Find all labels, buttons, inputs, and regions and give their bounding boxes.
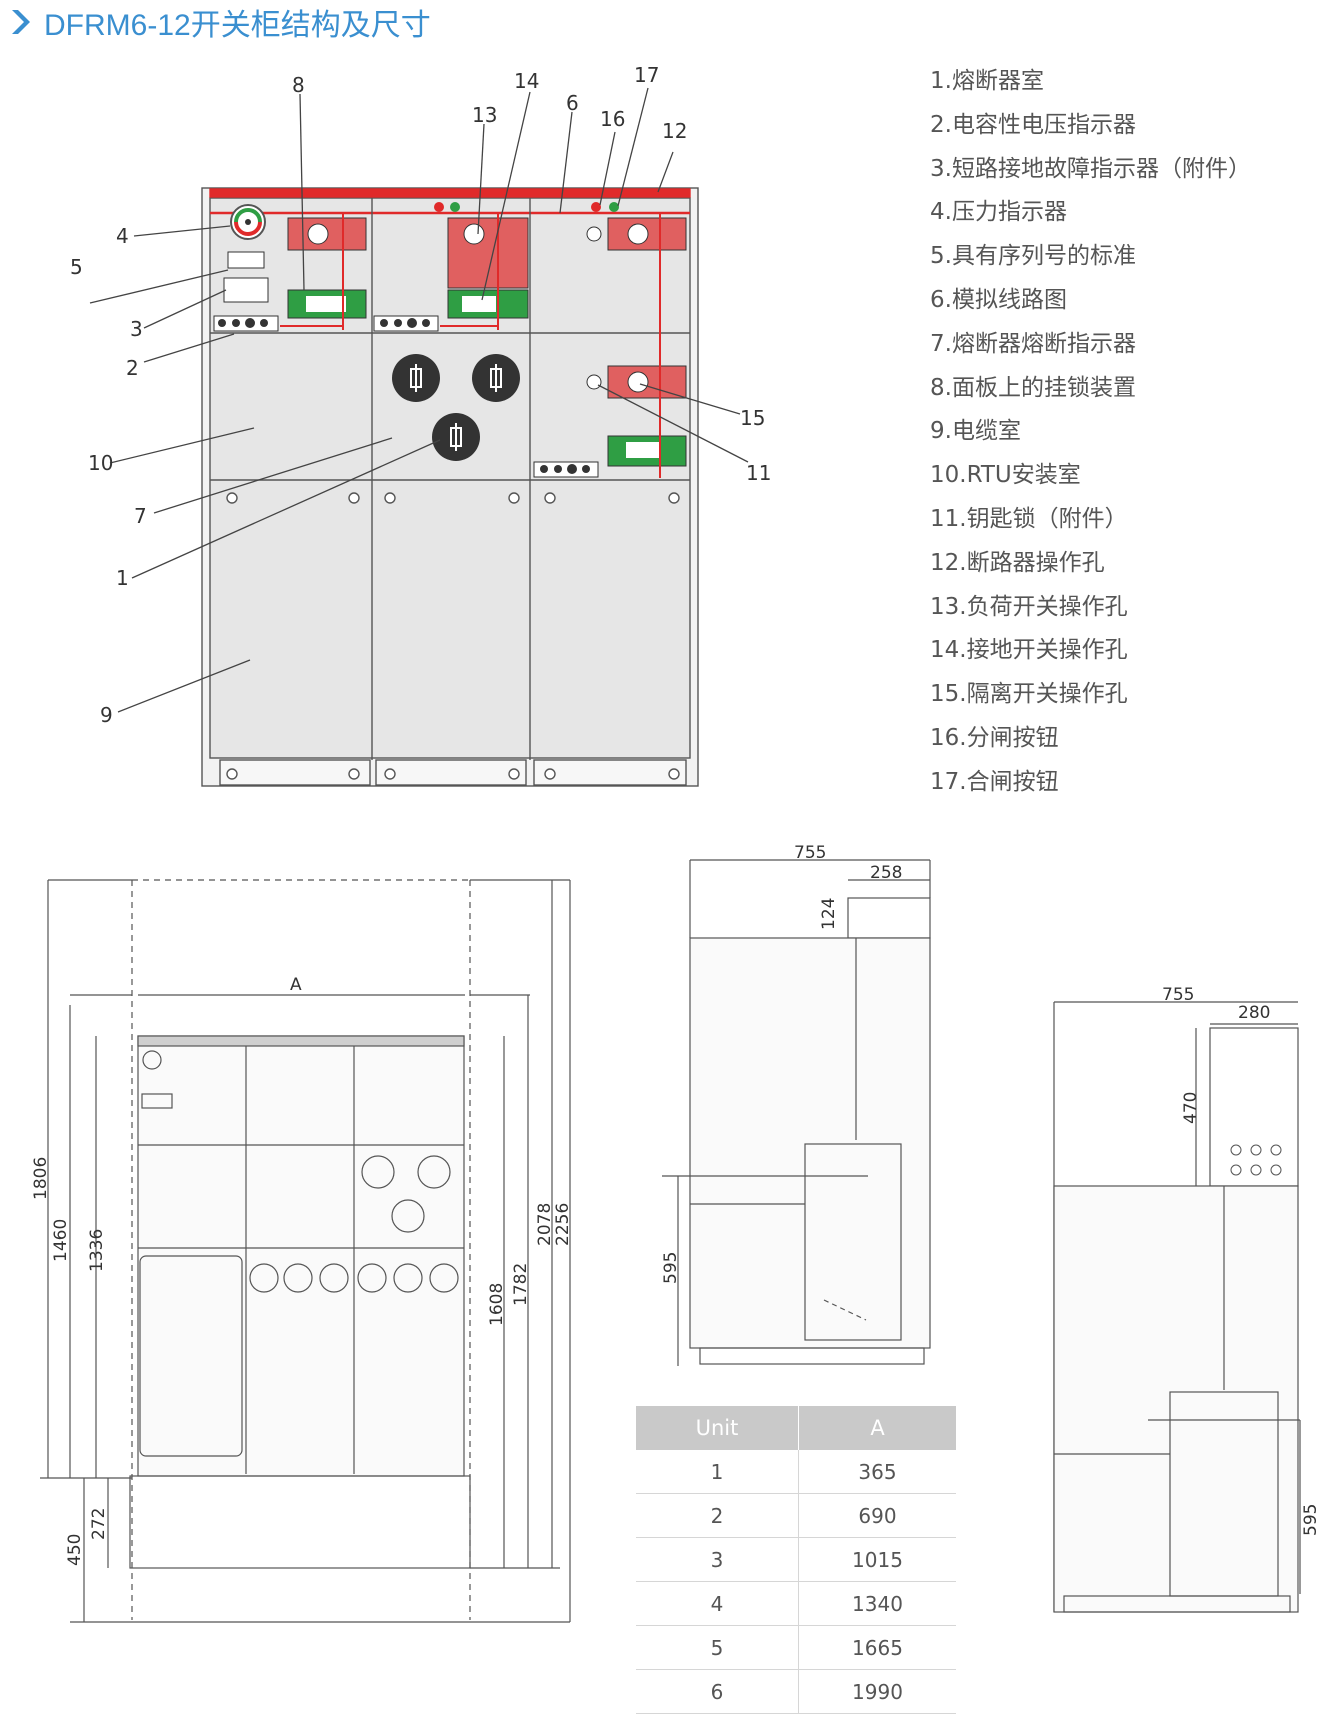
legend-item: 7.熔断器熔断指示器 xyxy=(930,330,1136,357)
dim-2078: 2078 xyxy=(535,1203,555,1246)
legend-item: 6.模拟线路图 xyxy=(930,286,1067,313)
legend-item: 5.具有序列号的标准 xyxy=(930,243,1136,270)
callout-14: 14 xyxy=(514,69,539,93)
dim-1806: 1806 xyxy=(31,1157,51,1200)
callout-9: 9 xyxy=(100,703,113,727)
callout-10: 10 xyxy=(88,451,113,475)
dim-1608: 1608 xyxy=(487,1283,507,1326)
legend-item: 9.电缆室 xyxy=(930,418,1021,445)
legend-item: 14.接地开关操作孔 xyxy=(930,637,1128,664)
table-cell: 1990 xyxy=(798,1669,956,1714)
callout-2: 2 xyxy=(126,356,139,380)
legend-item: 12.断路器操作孔 xyxy=(930,549,1105,576)
callout-11: 11 xyxy=(746,461,771,485)
legend-item: 4.压力指示器 xyxy=(930,199,1067,226)
legend-item: 3.短路接地故障指示器（附件） xyxy=(930,155,1251,182)
callout-12: 12 xyxy=(662,119,687,143)
table-cell: 4 xyxy=(636,1581,799,1626)
page-title: DFRM6-12开关柜结构及尺寸 xyxy=(10,2,431,42)
title-text: DFRM6-12开关柜结构及尺寸 xyxy=(44,9,431,42)
callout-8: 8 xyxy=(292,73,305,97)
dim-A: A xyxy=(290,975,302,995)
side2-h1: 470 xyxy=(1181,1092,1201,1124)
callout-5: 5 xyxy=(70,255,83,279)
callout-16: 16 xyxy=(600,107,625,131)
callout-1: 1 xyxy=(116,566,129,590)
table-cell: 5 xyxy=(636,1625,799,1670)
callout-6: 6 xyxy=(566,91,579,115)
callout-13: 13 xyxy=(472,103,497,127)
table-cell: 690 xyxy=(798,1493,956,1538)
dim-1782: 1782 xyxy=(511,1263,531,1306)
legend-item: 16.分闸按钮 xyxy=(930,724,1059,751)
dim-1336: 1336 xyxy=(87,1229,107,1272)
dim-2256: 2256 xyxy=(553,1203,573,1246)
legend-item: 8.面板上的挂锁装置 xyxy=(930,374,1136,401)
table-header-unit: Unit xyxy=(636,1406,799,1450)
table-cell: 3 xyxy=(636,1537,799,1582)
callout-3: 3 xyxy=(130,317,143,341)
dim-1460: 1460 xyxy=(51,1219,71,1262)
callout-4: 4 xyxy=(116,224,129,248)
legend-item: 11.钥匙锁（附件） xyxy=(930,505,1128,532)
dim-450: 450 xyxy=(65,1534,85,1566)
table-header-a: A xyxy=(798,1406,956,1450)
legend-item: 13.负荷开关操作孔 xyxy=(930,593,1128,620)
legend-item: 2.电容性电压指示器 xyxy=(930,111,1136,138)
side1-top: 258 xyxy=(870,863,902,883)
table-cell: 365 xyxy=(798,1450,956,1494)
side1-width: 755 xyxy=(794,843,826,863)
table-cell: 1 xyxy=(636,1450,799,1494)
legend-item: 1.熔断器室 xyxy=(930,68,1044,94)
table-header-row: Unit A xyxy=(636,1406,956,1450)
table-cell: 1665 xyxy=(798,1625,956,1670)
side2-h2: 595 xyxy=(1301,1504,1321,1536)
side1-h1: 124 xyxy=(819,898,839,930)
legend-list: 1.熔断器室 2.电容性电压指示器 3.短路接地故障指示器（附件） 4.压力指示… xyxy=(930,60,1310,805)
chevron-right-icon xyxy=(12,10,30,34)
callout-7: 7 xyxy=(134,504,147,528)
table-cell: 6 xyxy=(636,1669,799,1714)
side1-h2: 595 xyxy=(661,1252,681,1284)
dim-272: 272 xyxy=(89,1508,109,1540)
legend-item: 15.隔离开关操作孔 xyxy=(930,681,1128,708)
callout-17: 17 xyxy=(634,63,659,87)
side2-width: 755 xyxy=(1162,985,1194,1005)
table-cell: 2 xyxy=(636,1493,799,1538)
table-cell: 1015 xyxy=(798,1537,956,1582)
callout-15: 15 xyxy=(740,406,765,430)
table-cell: 1340 xyxy=(798,1581,956,1626)
side2-top: 280 xyxy=(1238,1003,1270,1023)
legend-item: 10.RTU安装室 xyxy=(930,462,1081,489)
legend-item: 17.合闸按钮 xyxy=(930,768,1059,795)
